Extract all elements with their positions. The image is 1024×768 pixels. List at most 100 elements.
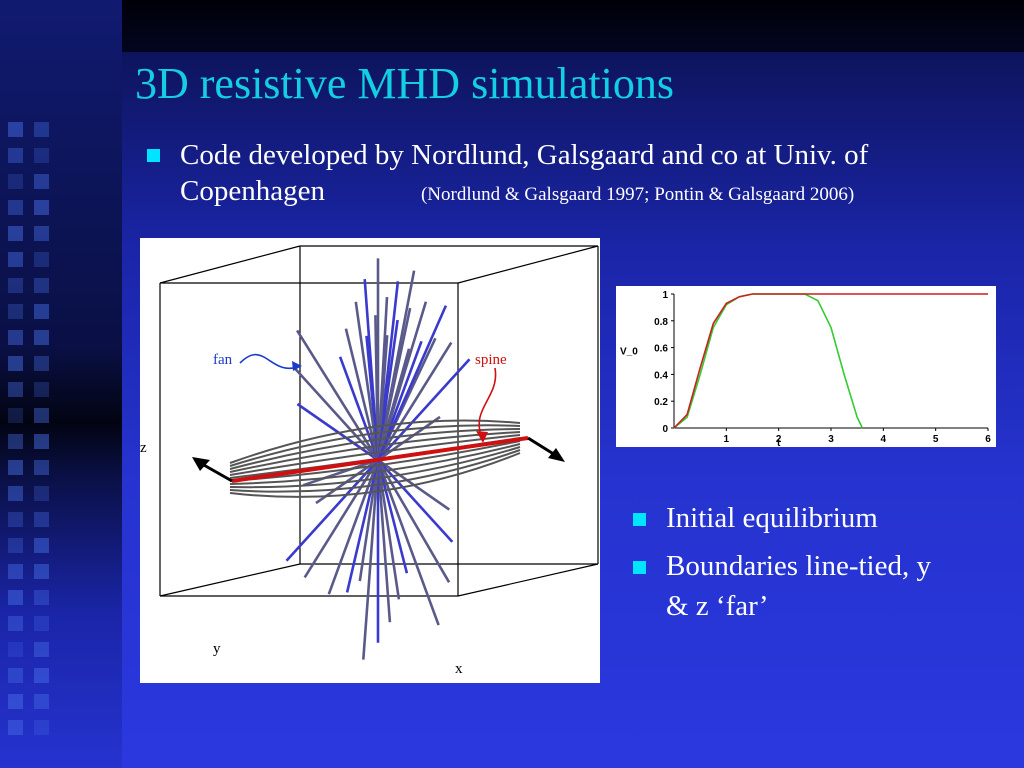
decorative-square xyxy=(8,382,23,397)
cube-edge xyxy=(457,563,599,597)
cube-edge xyxy=(159,245,301,284)
decorative-square xyxy=(34,668,49,683)
fan-field-line xyxy=(327,459,380,595)
decorative-square xyxy=(34,408,49,423)
decorative-square xyxy=(34,226,49,241)
fan-field-line xyxy=(376,341,453,461)
slide-title: 3D resistive MHD simulations xyxy=(135,59,674,108)
decorative-square xyxy=(8,408,23,423)
x-tick-label: 6 xyxy=(985,434,991,445)
decorative-square xyxy=(8,460,23,475)
decorative-square xyxy=(8,486,23,501)
decorative-square xyxy=(34,642,49,657)
x-tick-label: 3 xyxy=(828,434,834,445)
fan-pointer xyxy=(239,353,301,369)
decorative-square xyxy=(8,226,23,241)
x-axis-label: x xyxy=(455,661,463,677)
spine-field-line xyxy=(229,419,521,464)
y-tick-label: 0.8 xyxy=(654,317,668,328)
fan-field-line xyxy=(376,301,428,461)
decorative-square xyxy=(8,278,23,293)
fan-field-line xyxy=(377,415,441,462)
decorative-square xyxy=(8,200,23,215)
cube-edge xyxy=(159,563,301,597)
spine-field-line xyxy=(229,424,521,467)
y-tick-label: 0.6 xyxy=(654,344,668,355)
decorative-square xyxy=(8,252,23,267)
decorative-square xyxy=(8,174,23,189)
fan-field-line xyxy=(376,459,392,623)
decorative-square xyxy=(8,694,23,709)
decorative-square xyxy=(8,148,23,163)
decorative-square xyxy=(8,304,23,319)
decorative-square xyxy=(8,122,23,137)
decorative-square xyxy=(34,720,49,735)
decorative-square xyxy=(34,486,49,501)
spine-field-line xyxy=(229,440,521,482)
x-axis-label: t xyxy=(777,438,781,447)
bullet-marker xyxy=(633,561,646,574)
bullet-marker xyxy=(633,513,646,526)
fan-field-line xyxy=(376,307,412,461)
decorative-square xyxy=(34,460,49,475)
decorative-square xyxy=(34,694,49,709)
y-tick-label: 1 xyxy=(662,290,668,301)
bullet-line-1: Code developed by Nordlund, Galsgaard an… xyxy=(180,139,869,171)
x-tick-label: 2 xyxy=(776,434,782,445)
bullet-boundaries-line-1: Boundaries line-tied, y xyxy=(666,550,931,582)
fan-field-line xyxy=(376,305,448,461)
bullet-marker xyxy=(147,149,160,162)
y-tick-label: 0.4 xyxy=(654,370,668,381)
spine-pointer-head xyxy=(476,431,488,443)
mhd-3d-figure: fan spine z y x xyxy=(140,238,600,683)
bullet-boundaries: Boundaries line-tied, y & z ‘far’ xyxy=(666,546,1006,626)
spine-field-line xyxy=(229,428,521,470)
decorative-square xyxy=(34,590,49,605)
decorative-square xyxy=(34,616,49,631)
decorative-square xyxy=(8,668,23,683)
decorative-square xyxy=(34,122,49,137)
decorative-square xyxy=(34,148,49,163)
left-decorative-band xyxy=(0,0,122,768)
fan-field-line xyxy=(377,459,454,543)
fan-field-line xyxy=(376,459,451,583)
decorative-square xyxy=(34,512,49,527)
decorative-square xyxy=(34,278,49,293)
decorative-square xyxy=(34,304,49,319)
fan-field-line xyxy=(294,367,379,461)
decorative-square xyxy=(34,174,49,189)
decorative-square xyxy=(8,590,23,605)
fan-field-line xyxy=(345,459,380,593)
decorative-square xyxy=(8,720,23,735)
decorative-square xyxy=(8,642,23,657)
bullet-text: Code developed by Nordlund, Galsgaard an… xyxy=(180,137,1010,213)
bullet-boundaries-line-2: & z ‘far’ xyxy=(666,590,769,622)
fan-label: fan xyxy=(213,352,233,368)
decorative-square xyxy=(8,330,23,345)
spine-field-line xyxy=(229,449,521,493)
decorative-square xyxy=(34,330,49,345)
spine-pointer xyxy=(478,367,497,439)
x-tick-label: 1 xyxy=(724,434,730,445)
decorative-square xyxy=(34,252,49,267)
z-axis-label: z xyxy=(140,440,147,456)
bullet-line-2: Copenhagen(Nordlund & Galsgaard 1997; Po… xyxy=(180,173,1010,213)
spine-field-line xyxy=(229,446,521,489)
x-tick-label: 5 xyxy=(933,434,939,445)
decorative-square xyxy=(34,382,49,397)
fan-field-line xyxy=(376,459,409,574)
decorative-square xyxy=(34,434,49,449)
spine-field-line xyxy=(229,452,521,498)
decorative-square xyxy=(34,564,49,579)
fan-field-line xyxy=(362,459,380,660)
y-axis-label: V_0 xyxy=(620,346,638,357)
fan-field-line xyxy=(376,459,401,600)
spine-field-line xyxy=(229,443,521,485)
y-axis-label: y xyxy=(213,641,221,657)
decorative-square xyxy=(34,200,49,215)
spine-line xyxy=(231,436,529,483)
spine-arrowhead-right xyxy=(548,448,565,462)
decorative-square xyxy=(8,538,23,553)
